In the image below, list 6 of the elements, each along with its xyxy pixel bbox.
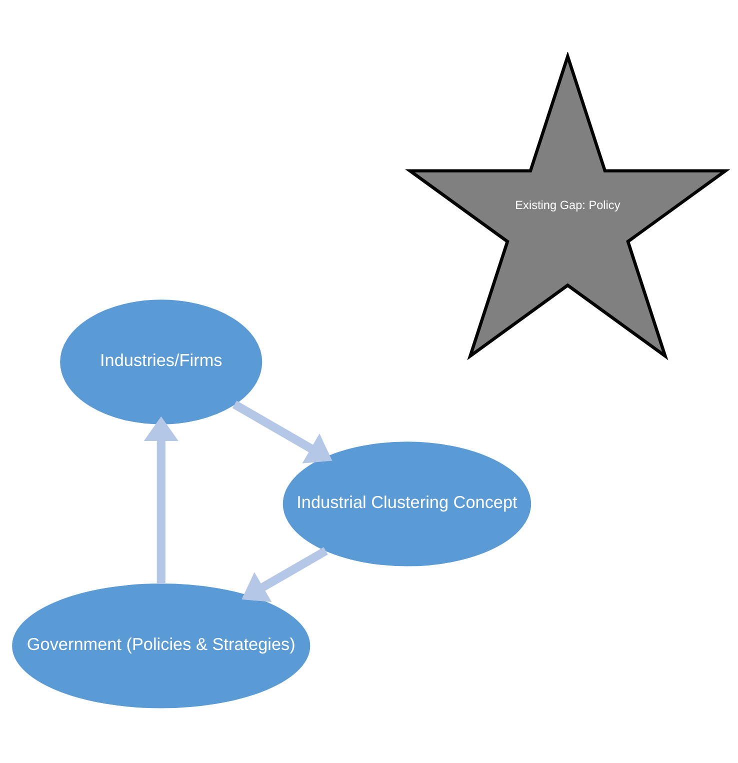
arrow bbox=[144, 416, 178, 584]
arrow bbox=[232, 400, 332, 463]
node-ellipse: Industries/Firms bbox=[60, 299, 262, 424]
arrow bbox=[242, 546, 328, 602]
node-ellipse: Government (Policies & Strategies) bbox=[12, 583, 310, 708]
node-ellipse: Industrial Clustering Concept bbox=[282, 441, 532, 566]
